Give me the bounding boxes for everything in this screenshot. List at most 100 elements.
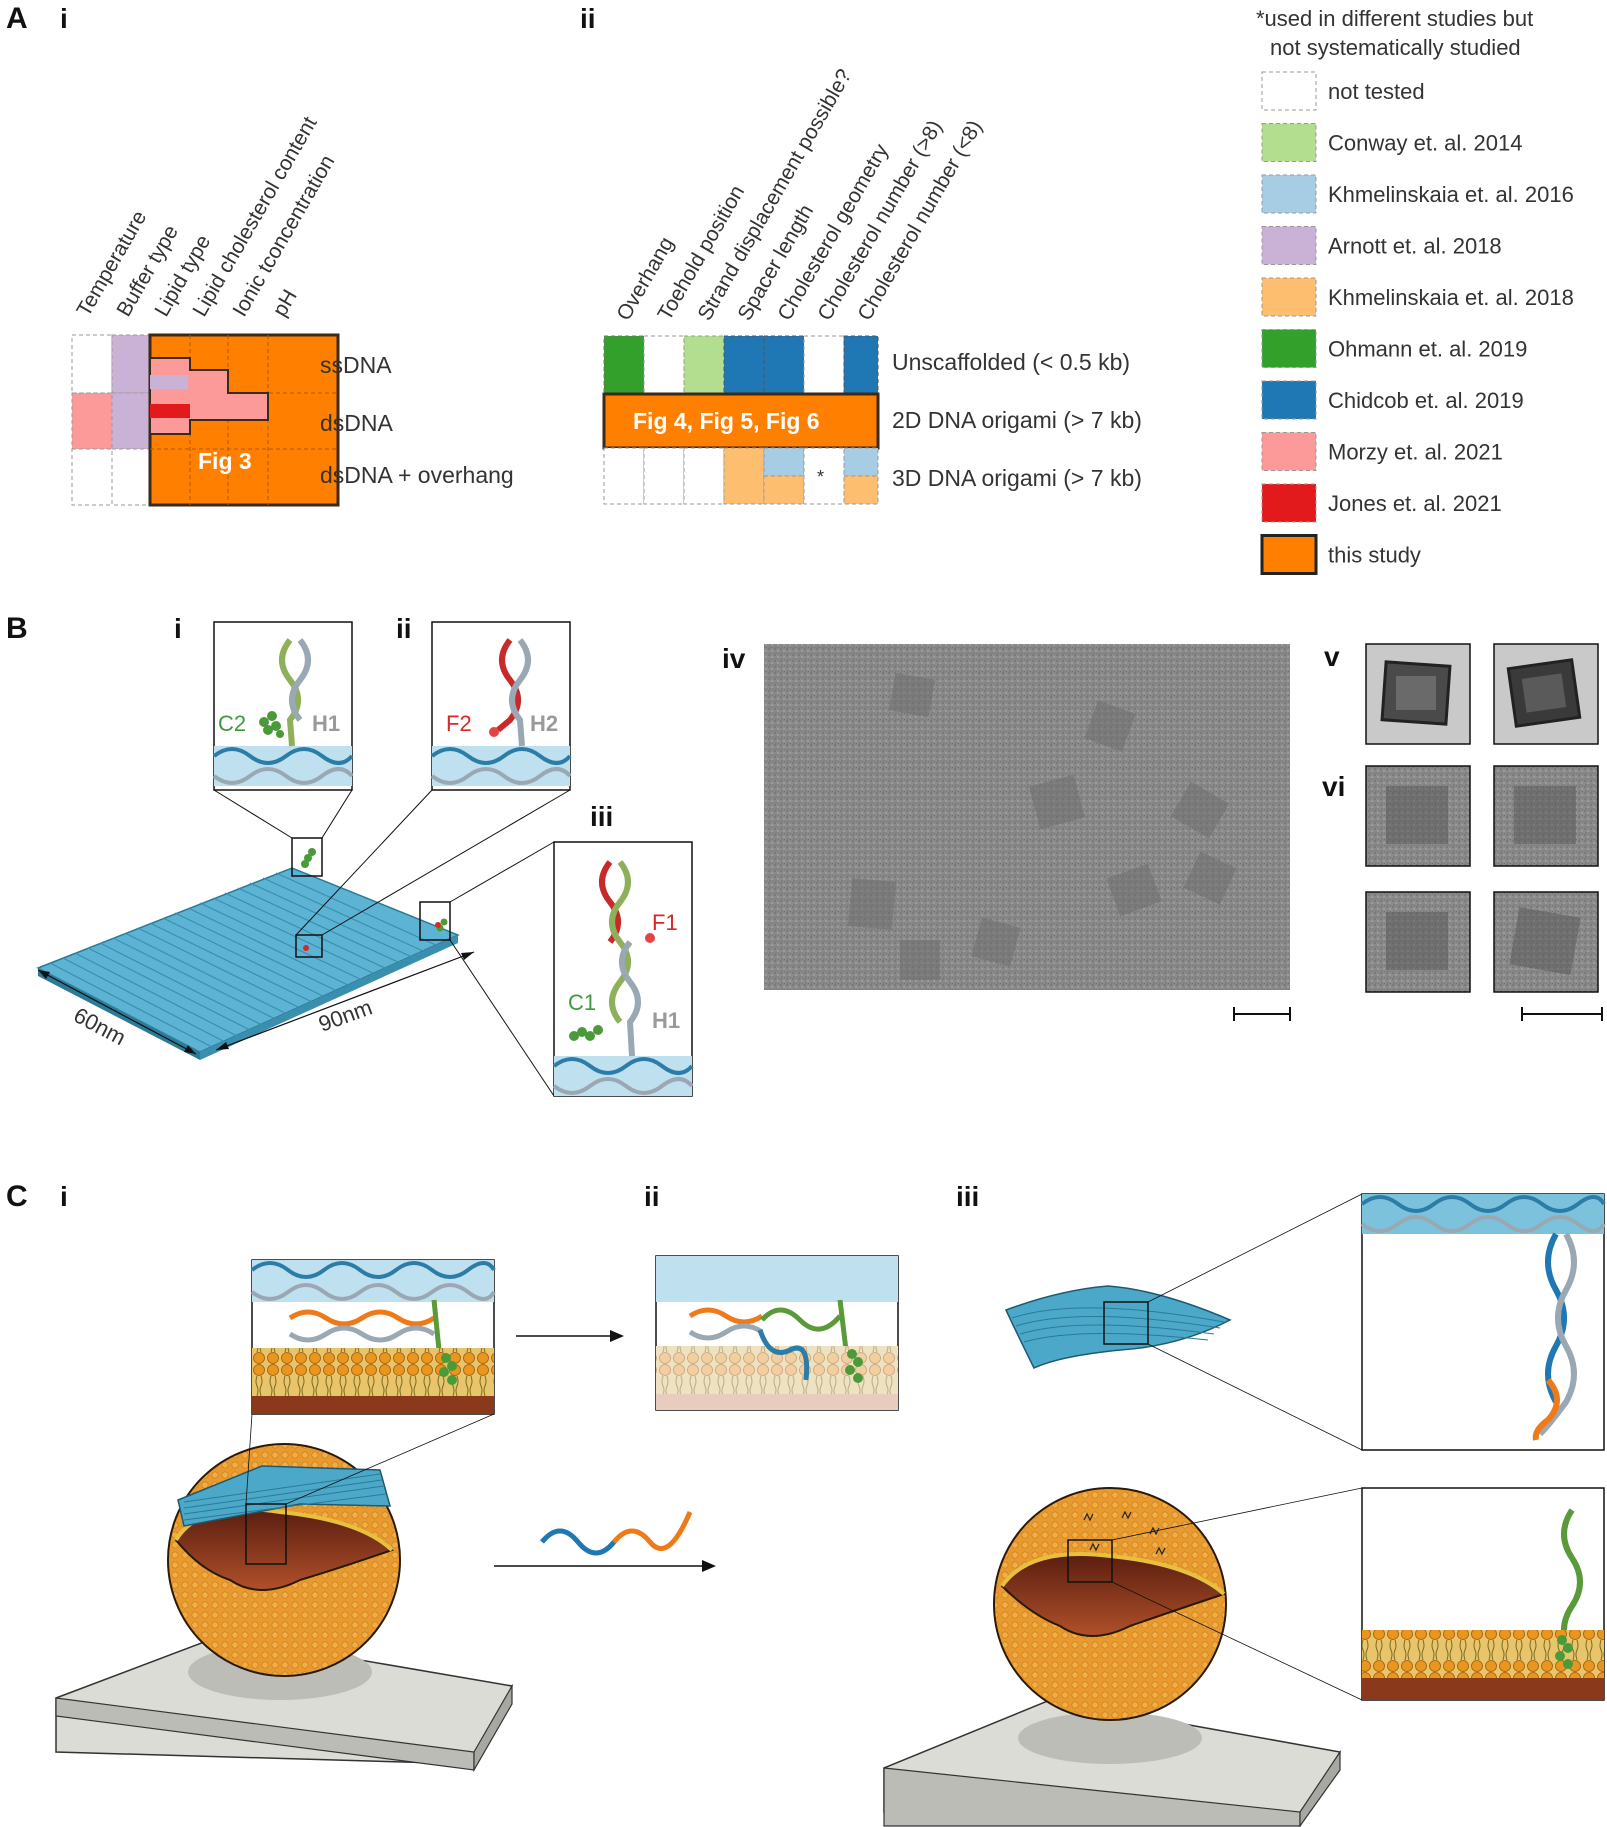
- legend-label: Arnott et. al. 2018: [1328, 234, 1502, 259]
- inset-b-i: i C2 H1: [174, 613, 354, 791]
- legend-note-line2: not systematically studied: [1270, 35, 1521, 60]
- legend-swatch: [1261, 380, 1317, 420]
- asterisk-mark: *: [817, 467, 824, 487]
- cell: [723, 447, 765, 505]
- legend-swatch: [1261, 277, 1317, 317]
- cell: [683, 447, 725, 505]
- cell: [843, 475, 879, 505]
- inset-c-ii: [655, 1255, 899, 1411]
- cell: [723, 335, 765, 395]
- legend-label: this study: [1328, 543, 1421, 568]
- jones-region: [150, 404, 190, 418]
- legend-swatch: [1261, 174, 1317, 214]
- micrograph-iv: iv: [722, 643, 1291, 1021]
- vesicle-with-origami: [55, 1413, 514, 1773]
- cell: [763, 335, 805, 395]
- cell: [111, 448, 151, 506]
- fig456-label: Fig 4, Fig 5, Fig 6: [633, 408, 820, 434]
- released-strand: [540, 1511, 693, 1556]
- panel-b-sub-ii: ii: [396, 613, 412, 644]
- legend-label: Ohmann et. al. 2019: [1328, 337, 1527, 362]
- a-ii-column-headers: Overhang Toehold position Strand displac…: [612, 65, 986, 324]
- legend-swatch: [1261, 226, 1317, 265]
- legend-swatch: [1261, 71, 1317, 111]
- row-label-unscaffolded: Unscaffolded (< 0.5 kb): [892, 349, 1130, 375]
- cell: [603, 447, 645, 505]
- a-ii-row-labels: Unscaffolded (< 0.5 kb) 2D DNA origami (…: [892, 349, 1142, 491]
- panel-c-sub-iii: iii: [956, 1181, 979, 1212]
- panel-b-sub-iv: iv: [722, 643, 746, 674]
- arrow-c-to-iii: [494, 1560, 716, 1572]
- inset-b-iii: iii F1 C1 H1: [552, 801, 694, 1097]
- free-origami: [1004, 1193, 1363, 1451]
- cell: [71, 334, 113, 394]
- legend-label: not tested: [1328, 79, 1425, 104]
- panel-b-sub-i: i: [174, 613, 182, 644]
- inset-c-iii-bottom: [1361, 1487, 1605, 1701]
- a-i-grid: Fig 3: [71, 333, 340, 507]
- legend-label: Khmelinskaia et. al. 2016: [1328, 182, 1574, 207]
- inset-c-iii-top: [1360, 1193, 1606, 1451]
- cell: [71, 392, 113, 450]
- cell: [111, 334, 151, 394]
- panel-a-sub-ii: ii: [580, 3, 596, 34]
- legend-swatch: [1261, 432, 1317, 471]
- row-label-3d-origami: 3D DNA origami (> 7 kb): [892, 465, 1142, 491]
- panel-c-letter: C: [6, 1180, 28, 1213]
- panel-b-letter: B: [6, 612, 28, 645]
- legend-label: Conway et. al. 2014: [1328, 131, 1522, 156]
- panel-c-sub-ii: ii: [644, 1181, 660, 1212]
- label-f2: F2: [446, 711, 472, 736]
- row-label-ssdna: ssDNA: [320, 352, 392, 378]
- cell: [111, 392, 151, 450]
- legend-note-line1: *used in different studies but: [1256, 6, 1533, 31]
- panel-b-sub-v: v: [1324, 641, 1340, 672]
- cell: [763, 447, 805, 477]
- label-h1-iii: H1: [652, 1008, 680, 1033]
- this-study-bar: [602, 392, 880, 450]
- cell: [683, 335, 725, 395]
- cell: [843, 335, 879, 395]
- cell: [803, 447, 845, 505]
- row-label-dsdna: dsDNA: [320, 410, 394, 436]
- inset-b-ii: ii F2 H2: [396, 613, 572, 791]
- label-c2: C2: [218, 711, 246, 736]
- zoom-box-iii: [419, 901, 451, 941]
- panel-a-sub-i: i: [60, 3, 68, 34]
- legend-label: Morzy et. al. 2021: [1328, 440, 1503, 465]
- a-ii-grid: Fig 4, Fig 5, Fig 6 *: [602, 335, 880, 505]
- legend-label: Khmelinskaia et. al. 2018: [1328, 285, 1574, 310]
- vesicle-after-release: [883, 1487, 1363, 1827]
- legend-swatch: [1261, 483, 1317, 523]
- projections-vi: vi: [1322, 765, 1603, 1021]
- class-averages-v: v: [1324, 641, 1599, 745]
- legend-label: Chidcob et. al. 2019: [1328, 388, 1524, 413]
- panel-b-sub-iii: iii: [590, 801, 613, 832]
- arrow-c-i-to-ii: [516, 1330, 624, 1342]
- cell: [643, 447, 685, 505]
- label-h2: H2: [530, 711, 558, 736]
- cell: [803, 335, 845, 395]
- cell: [843, 447, 879, 477]
- zoom-box-ii: [295, 934, 323, 958]
- cell: [763, 475, 805, 505]
- cell: [71, 448, 113, 506]
- zoom-box-i: [291, 837, 323, 877]
- legend-swatch: [1260, 534, 1318, 575]
- label-c1: C1: [568, 990, 596, 1015]
- legend-label: Jones et. al. 2021: [1328, 491, 1502, 516]
- row-label-2d-origami: 2D DNA origami (> 7 kb): [892, 407, 1142, 433]
- cell: [643, 335, 685, 395]
- legend-swatch: [1261, 329, 1317, 368]
- arnott-region: [150, 375, 188, 389]
- legend: *used in different studies but not syste…: [1256, 6, 1574, 575]
- panel-a-letter: A: [6, 2, 28, 35]
- row-label-dsdna-overhang: dsDNA + overhang: [320, 462, 514, 488]
- inset-c-i: [250, 1259, 496, 1415]
- cell: [603, 335, 645, 395]
- label-f1: F1: [652, 910, 678, 935]
- a-i-column-headers: Temperature Buffer type Lipid type Lipid…: [72, 113, 339, 321]
- panel-c-sub-i: i: [60, 1181, 68, 1212]
